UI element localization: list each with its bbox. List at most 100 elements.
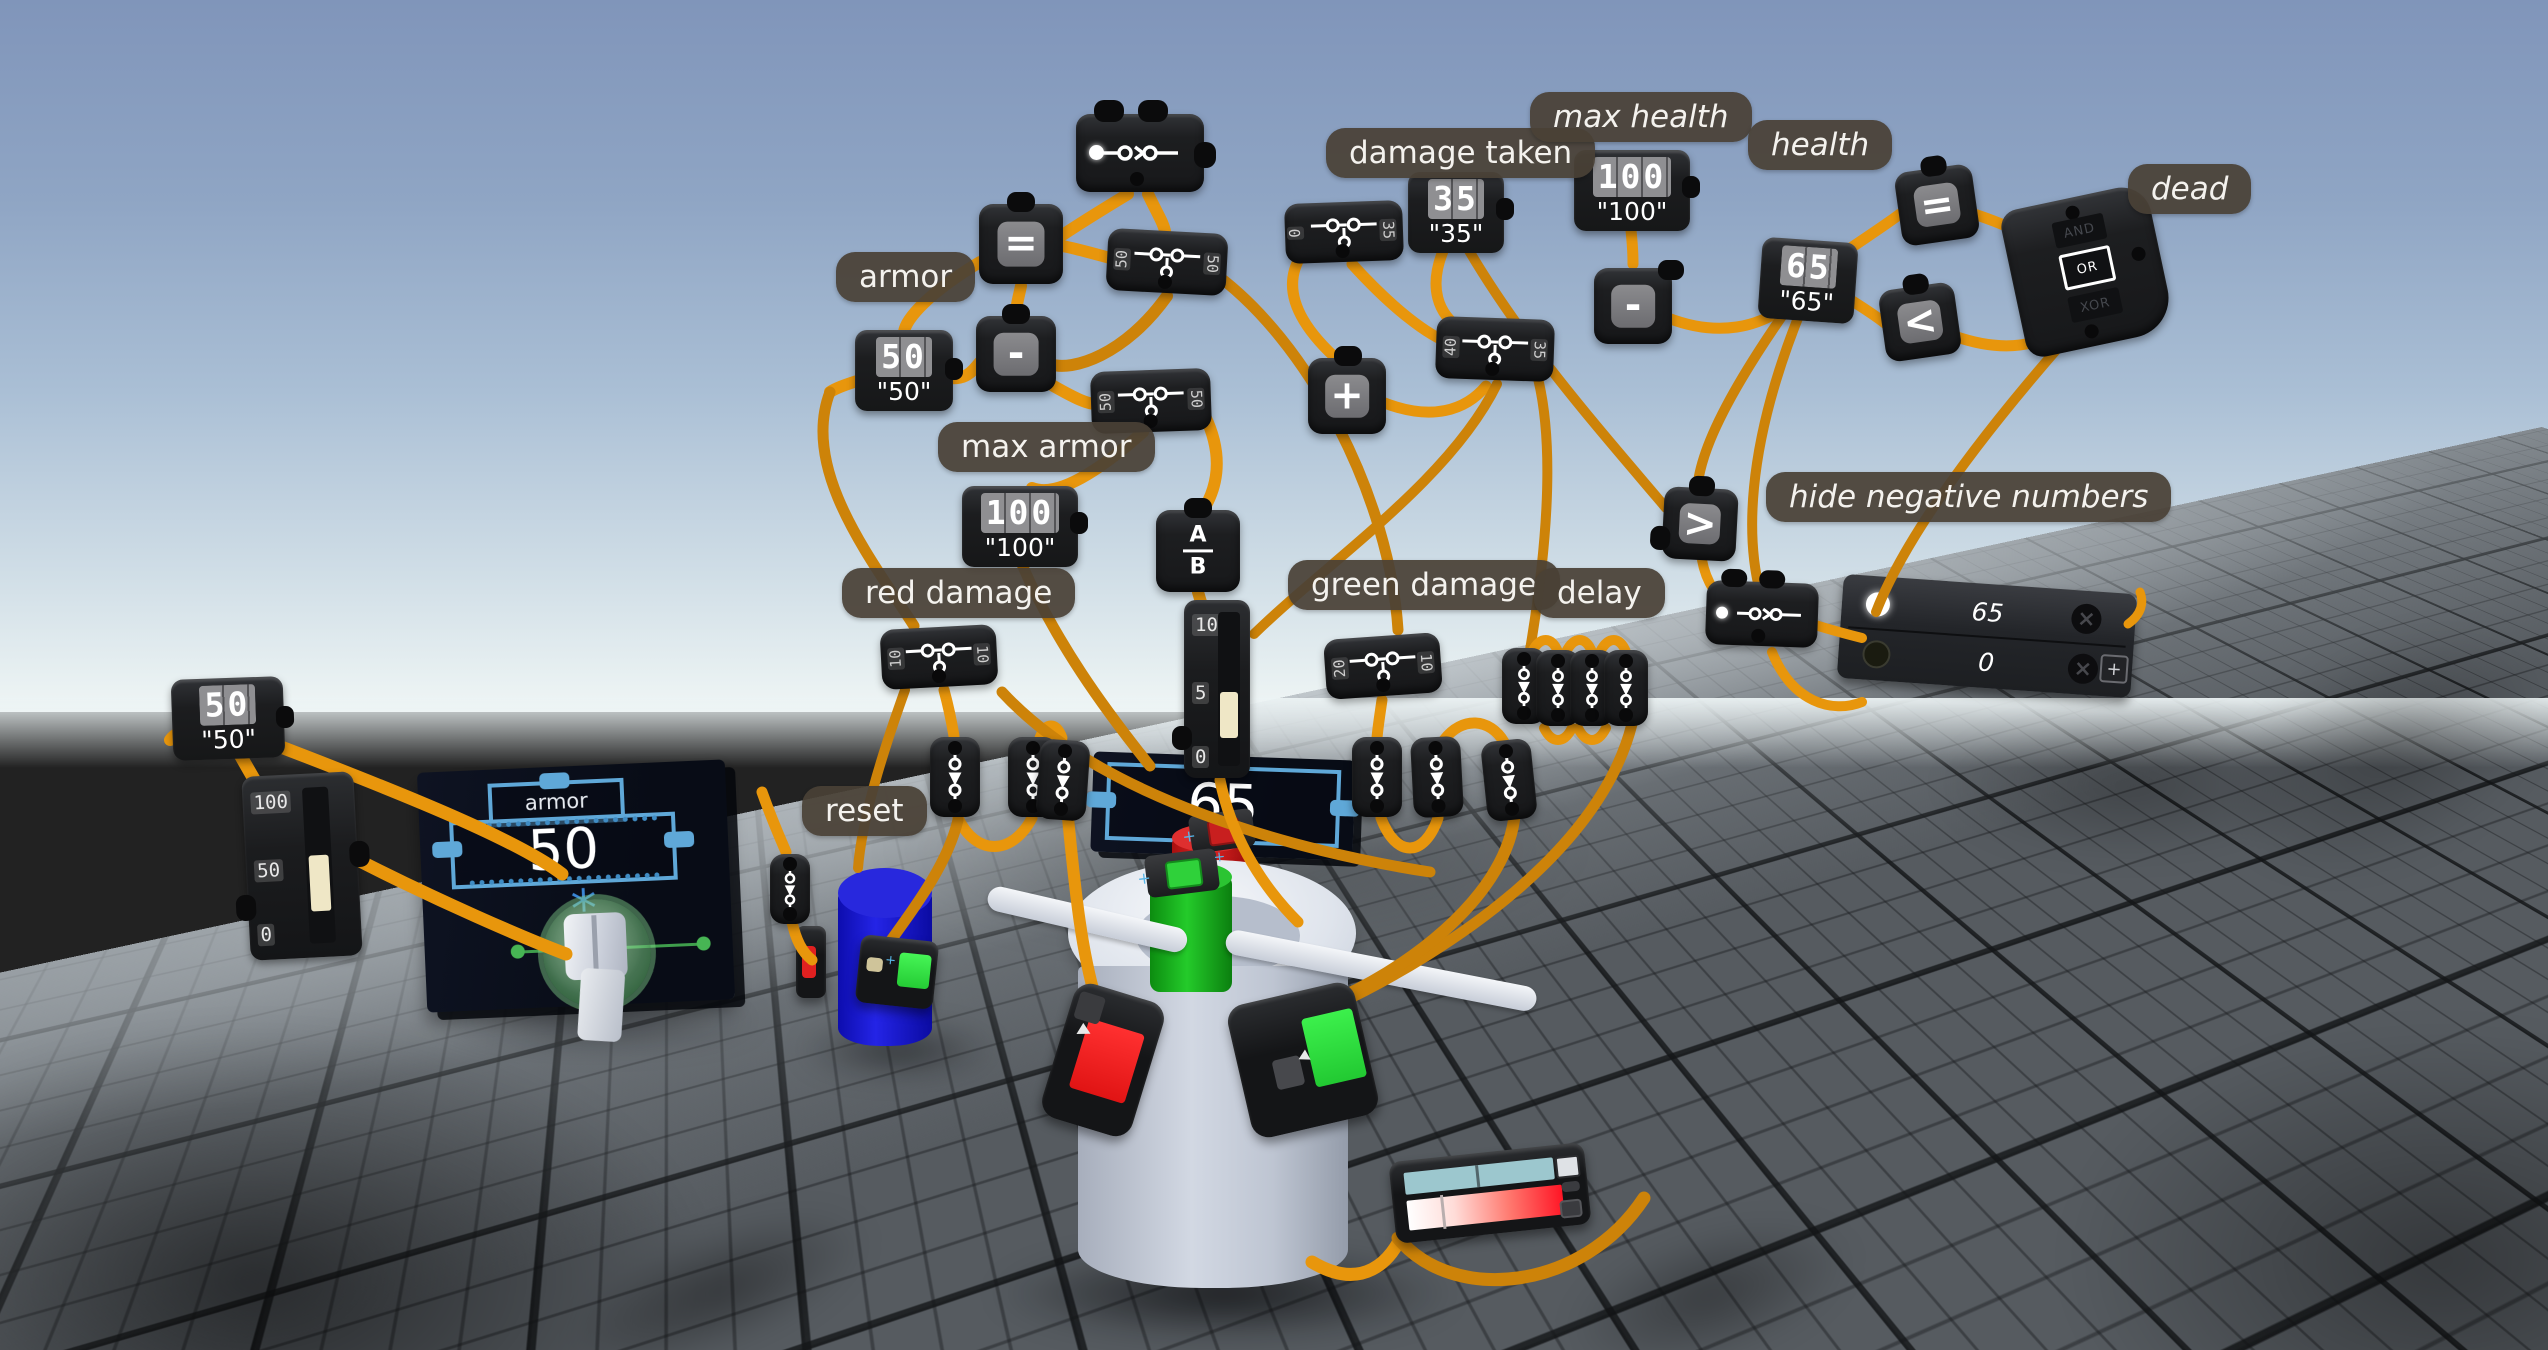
equals-symbol: = xyxy=(1912,180,1962,230)
input-port xyxy=(1619,654,1633,668)
splitter-node[interactable]: 20 10 xyxy=(1323,632,1443,700)
green-reset-pad[interactable] xyxy=(896,952,932,990)
splitter-in-value: 20 xyxy=(1329,656,1350,681)
gauge-tick: 100 xyxy=(250,790,292,815)
value-chip-damage-taken[interactable]: 35 "35" xyxy=(1408,172,1514,253)
wire xyxy=(261,735,569,881)
connector-nub xyxy=(1094,100,1124,122)
connector-nub xyxy=(1334,346,1362,366)
gizmo-mark-icon: + xyxy=(884,952,897,969)
gate-option-xor[interactable]: XOR xyxy=(2067,286,2124,324)
divide-node[interactable]: A B xyxy=(1156,498,1240,592)
green-cylinder-chip[interactable]: + + xyxy=(1136,847,1226,899)
equals-node[interactable]: = xyxy=(1893,154,1981,248)
delay-node[interactable] xyxy=(1479,737,1539,823)
green-chip-pad xyxy=(1164,857,1204,890)
input-port xyxy=(1026,741,1040,755)
switch-node[interactable] xyxy=(1704,568,1820,648)
shadow-blob xyxy=(1940,710,2320,860)
splitter-node[interactable]: 40 35 xyxy=(1434,315,1556,383)
splitter-node[interactable]: 10 10 xyxy=(879,624,999,690)
option-icon[interactable] xyxy=(1561,1180,1581,1193)
value-chip-max-armor[interactable]: 100 "100" xyxy=(962,486,1088,567)
wire xyxy=(343,849,573,961)
splitter-glyph-icon xyxy=(1349,651,1416,683)
wire xyxy=(1249,379,1502,639)
green-button-pad[interactable] xyxy=(1300,1007,1368,1088)
equals-node[interactable]: = xyxy=(979,192,1063,284)
gauge-tick: 5 xyxy=(1192,682,1210,704)
side-port xyxy=(2130,245,2147,263)
delay-glyph-icon xyxy=(1586,661,1598,715)
splitter-in-value: 40 xyxy=(1441,335,1460,359)
gate-option-or[interactable]: OR xyxy=(2058,244,2117,291)
label-health: health xyxy=(1748,120,1893,170)
delay-glyph-icon xyxy=(1370,748,1384,806)
wire xyxy=(1391,1191,1651,1287)
input-port xyxy=(783,857,797,871)
sensor-window xyxy=(1271,1054,1306,1091)
label-max-armor: max armor xyxy=(938,422,1155,472)
counter-gauge[interactable]: 10 5 0 xyxy=(1172,600,1250,778)
armor-gauge[interactable]: 100 50 0 xyxy=(235,771,371,961)
wire xyxy=(1767,647,1867,712)
delay-node[interactable] xyxy=(1604,650,1648,726)
delay-node[interactable] xyxy=(1409,735,1465,819)
sensor-window xyxy=(1073,990,1107,1026)
minus-node[interactable]: - xyxy=(976,304,1056,392)
delay-node[interactable] xyxy=(930,737,980,817)
greater-than-node[interactable]: > xyxy=(1649,475,1739,562)
less-than-symbol: < xyxy=(1896,297,1944,347)
less-than-node[interactable]: < xyxy=(1877,272,1963,363)
chip-string: "50" xyxy=(876,377,932,406)
output-port xyxy=(931,668,947,684)
plus-node[interactable]: + xyxy=(1308,346,1386,434)
wire xyxy=(952,812,1038,852)
switch-node[interactable] xyxy=(1076,100,1216,192)
option-icon[interactable] xyxy=(1559,1198,1583,1219)
gate-option-and[interactable]: AND xyxy=(2051,212,2108,249)
wire xyxy=(1573,723,1611,745)
delay-node[interactable] xyxy=(1035,738,1091,822)
wire xyxy=(1056,240,1116,264)
splitter-in-value: 50 xyxy=(1112,247,1132,271)
value-chip-health[interactable]: 65 "65" xyxy=(1757,236,1859,325)
wire xyxy=(1539,723,1577,745)
splitter-node[interactable]: 50 50 xyxy=(1105,227,1229,297)
splitter-node[interactable]: 0 35 xyxy=(1283,199,1405,265)
barrel-reset-sensor[interactable]: + xyxy=(854,934,940,1010)
delay-node[interactable] xyxy=(1352,737,1402,817)
switch-glyph-icon xyxy=(1102,145,1178,161)
delay-node[interactable] xyxy=(770,854,810,924)
delay-glyph-icon xyxy=(1501,751,1517,809)
connector-nub xyxy=(1658,260,1684,280)
lock-icon[interactable] xyxy=(1554,1154,1581,1179)
wire xyxy=(1561,635,1597,657)
splitter-node[interactable]: 50 50 xyxy=(1089,367,1213,435)
output-port xyxy=(1517,706,1531,720)
gauge-fill xyxy=(1220,692,1238,738)
wire xyxy=(996,686,1436,878)
wire xyxy=(1142,188,1171,237)
touch-icon xyxy=(1076,1022,1091,1035)
wire xyxy=(1320,814,1520,1010)
minus-node[interactable]: - xyxy=(1594,260,1684,344)
minus-symbol: - xyxy=(993,332,1039,376)
wire xyxy=(878,814,964,956)
wire xyxy=(1305,1223,1411,1281)
output-port xyxy=(1157,274,1173,290)
connector-nub xyxy=(1688,475,1716,497)
chip-digits: 100 xyxy=(1592,157,1672,197)
gauge-fill xyxy=(308,854,332,912)
delay-glyph-icon xyxy=(1620,661,1632,715)
wire xyxy=(938,684,960,742)
value-chip-armor[interactable]: 50 "50" xyxy=(855,330,963,411)
delay-glyph-icon xyxy=(1055,750,1071,810)
connector-nub xyxy=(1070,512,1088,534)
chip-string: "100" xyxy=(984,533,1056,562)
connector-nub xyxy=(348,840,371,868)
value-chip-left-50[interactable]: 50 "50" xyxy=(170,676,295,761)
connector-nub xyxy=(1649,525,1671,551)
chip-digits: 100 xyxy=(980,493,1060,533)
gauge-track xyxy=(1218,612,1240,766)
